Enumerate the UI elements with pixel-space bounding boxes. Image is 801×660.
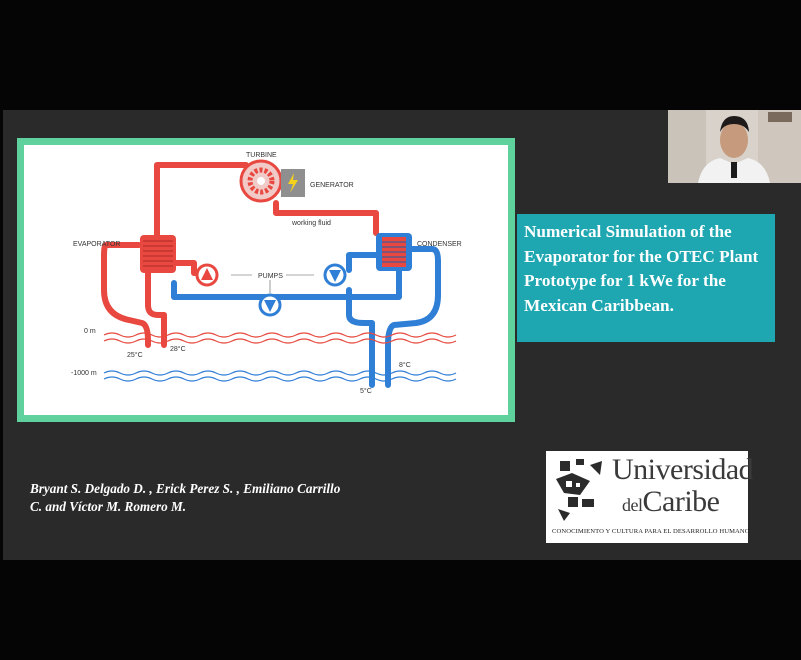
deep-wave-2 [103, 376, 457, 382]
otec-cycle-svg: TURBINE GENERATOR working fluid EVAPORAT… [71, 152, 462, 395]
surface-wave-2 [103, 338, 457, 344]
label-working-fluid: working fluid [291, 220, 331, 227]
working-fluid-pipe [273, 200, 379, 236]
university-emblem-icon [556, 459, 602, 521]
logo-del: del [622, 495, 643, 515]
evaporator-unit [140, 235, 176, 273]
label-turbine: TURBINE [246, 152, 277, 159]
presenter-webcam [668, 110, 801, 183]
cold-pump-icon [323, 263, 347, 287]
universidad-del-caribe-logo: Universidad delCaribe CONOCIMIENTO Y CUL… [546, 451, 754, 543]
main-pump-icon [258, 293, 282, 317]
label-depth-1000: -1000 m [71, 370, 97, 377]
hot-pipe-to-turbine [154, 162, 249, 240]
slide-title: Numerical Simulation of the Evaporator f… [524, 222, 759, 315]
condenser-unit [376, 233, 412, 271]
generator-icon [281, 169, 305, 197]
slide-authors: Bryant S. Delgado D. , Erick Perez S. , … [30, 481, 341, 514]
otec-diagram-frame: TURBINE GENERATOR working fluid EVAPORAT… [17, 138, 515, 422]
hot-pipe-left [101, 242, 151, 348]
otec-diagram: TURBINE GENERATOR working fluid EVAPORAT… [24, 145, 508, 415]
label-temp-8: 8°C [399, 361, 411, 369]
slide-title-box: Numerical Simulation of the Evaporator f… [517, 214, 775, 342]
logo-caribe: Caribe [642, 485, 720, 518]
deep-wave-1 [103, 370, 457, 376]
presenter-video-feed [668, 110, 801, 183]
label-generator: GENERATOR [310, 182, 354, 189]
hot-pipe-inner [145, 260, 167, 318]
label-depth-0: 0 m [84, 328, 96, 335]
surface-wave-1 [103, 332, 457, 338]
label-pumps: PUMPS [258, 273, 283, 280]
cold-pipe-bottom [171, 262, 402, 300]
cold-intake [346, 287, 375, 388]
cold-pipe-cond-pump [346, 252, 382, 273]
label-evaporator: EVAPORATOR [73, 241, 120, 248]
presentation-slide: TURBINE GENERATOR working fluid EVAPORAT… [3, 110, 801, 560]
turbine-icon [239, 159, 283, 203]
label-condenser: CONDENSER [417, 241, 462, 248]
label-temp-28: 28°C [170, 345, 186, 353]
logo-motto: CONOCIMIENTO Y CULTURA PARA EL DESARROLL… [552, 528, 750, 535]
hot-pump-icon [195, 263, 219, 287]
label-temp-5: 5°C [360, 387, 372, 395]
logo-del-caribe: delCaribe [622, 485, 720, 519]
cold-pipe-right [385, 246, 441, 388]
label-temp-25: 25°C [127, 351, 143, 359]
logo-universidad: Universidad [612, 453, 754, 486]
